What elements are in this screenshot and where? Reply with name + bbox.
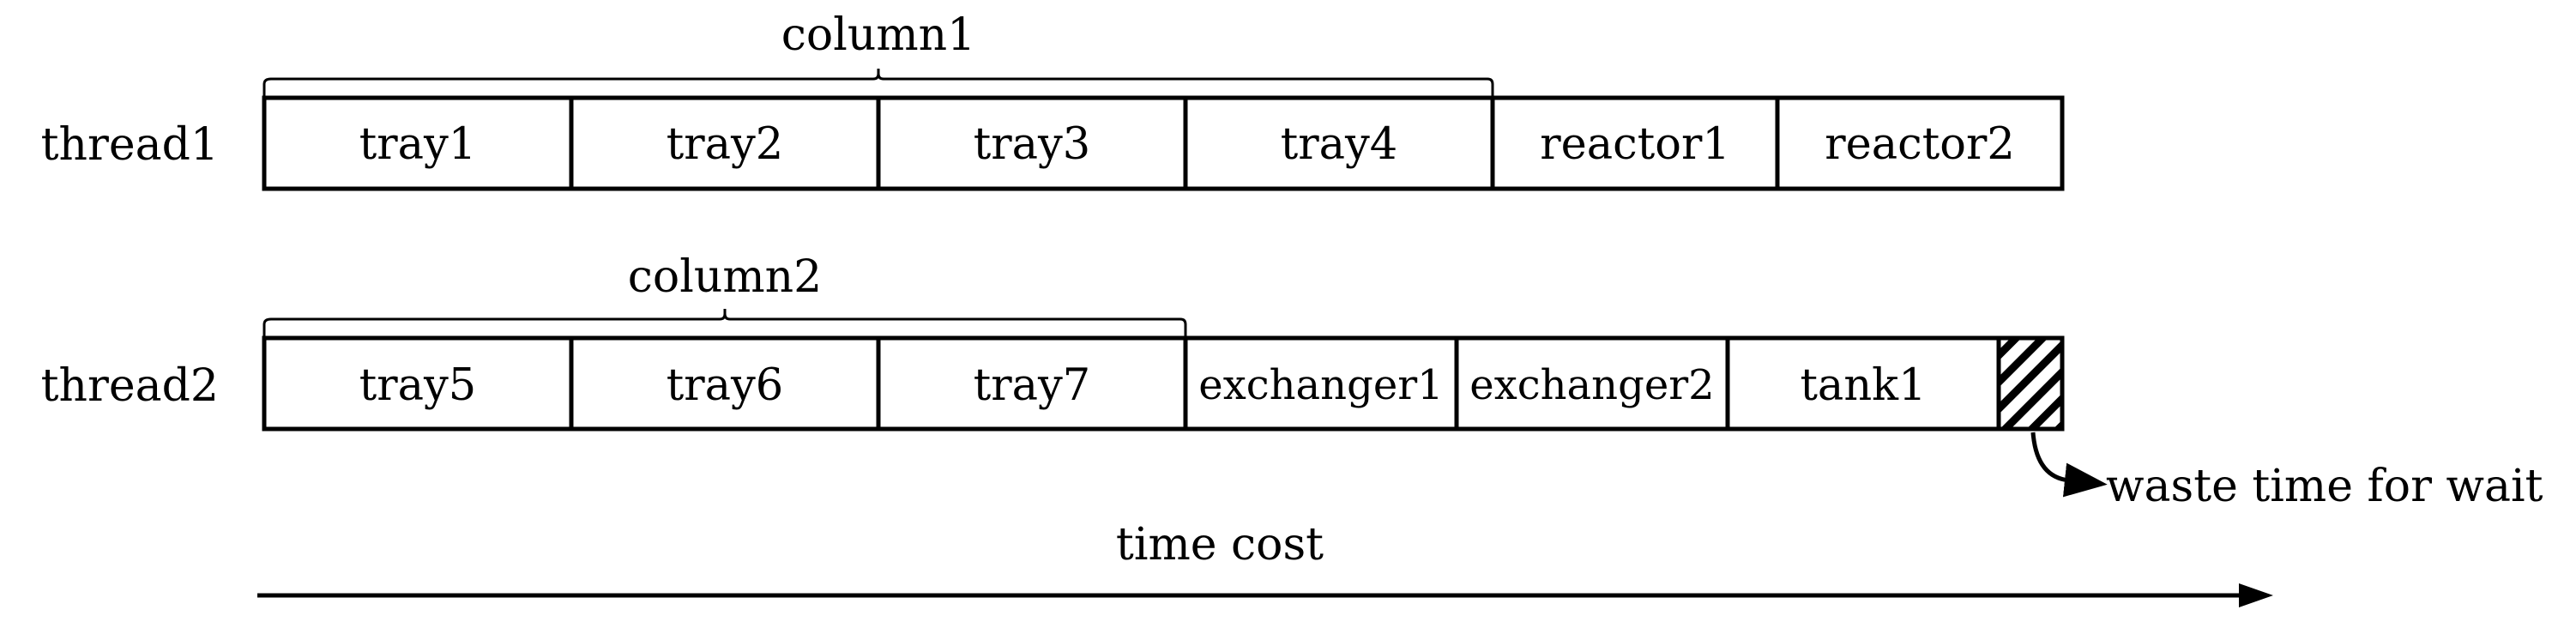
thread1-block-tray2: tray2 — [569, 95, 881, 191]
thread1-label: thread1 — [41, 119, 219, 171]
thread2-block-exchanger2: exchanger2 — [1454, 335, 1730, 432]
thread2-block-tank1: tank1 — [1725, 335, 2001, 432]
block-label: tray3 — [974, 119, 1091, 170]
waste-label: waste time for wait — [2106, 461, 2543, 512]
column1-brace — [262, 69, 1494, 98]
thread2-block-tray5: tray5 — [262, 335, 574, 432]
thread2-label: thread2 — [41, 360, 219, 412]
axis-arrowhead — [2239, 583, 2273, 607]
block-label: tray7 — [974, 360, 1091, 411]
block-label: tray6 — [667, 360, 784, 411]
block-label: exchanger1 — [1198, 361, 1443, 409]
block-label: exchanger2 — [1469, 361, 1714, 409]
thread1-block-reactor1: reactor1 — [1490, 95, 1780, 191]
block-label: tray4 — [1281, 119, 1398, 170]
waste-time-block — [1996, 335, 2065, 432]
thread2-row: thread2 column2 tray5 tray6 tray7 exchan… — [41, 251, 2065, 432]
time-axis: time cost — [257, 519, 2273, 607]
block-label: tray2 — [667, 119, 784, 170]
column1-label: column1 — [781, 9, 975, 61]
waste-annotation: waste time for wait — [2030, 432, 2543, 512]
axis-label: time cost — [1116, 519, 1324, 571]
curved-arrow-icon — [2030, 432, 2108, 498]
block-label: tank1 — [1800, 360, 1926, 411]
block-label: reactor1 — [1540, 119, 1730, 170]
thread2-block-exchanger1: exchanger1 — [1183, 335, 1459, 432]
block-label: tray1 — [359, 119, 477, 170]
block-label: reactor2 — [1825, 119, 2015, 170]
column2-label: column2 — [628, 251, 822, 303]
thread2-block-tray6: tray6 — [569, 335, 881, 432]
thread1-block-tray1: tray1 — [262, 95, 574, 191]
block-label: tray5 — [359, 360, 477, 411]
thread1-block-tray4: tray4 — [1183, 95, 1495, 191]
thread1-block-reactor2: reactor2 — [1775, 95, 2065, 191]
thread1-block-tray3: tray3 — [876, 95, 1188, 191]
thread1-row: thread1 column1 tray1 tray2 tray3 tray4 … — [41, 9, 2065, 191]
thread2-block-tray7: tray7 — [876, 335, 1188, 432]
column2-brace — [262, 309, 1187, 338]
